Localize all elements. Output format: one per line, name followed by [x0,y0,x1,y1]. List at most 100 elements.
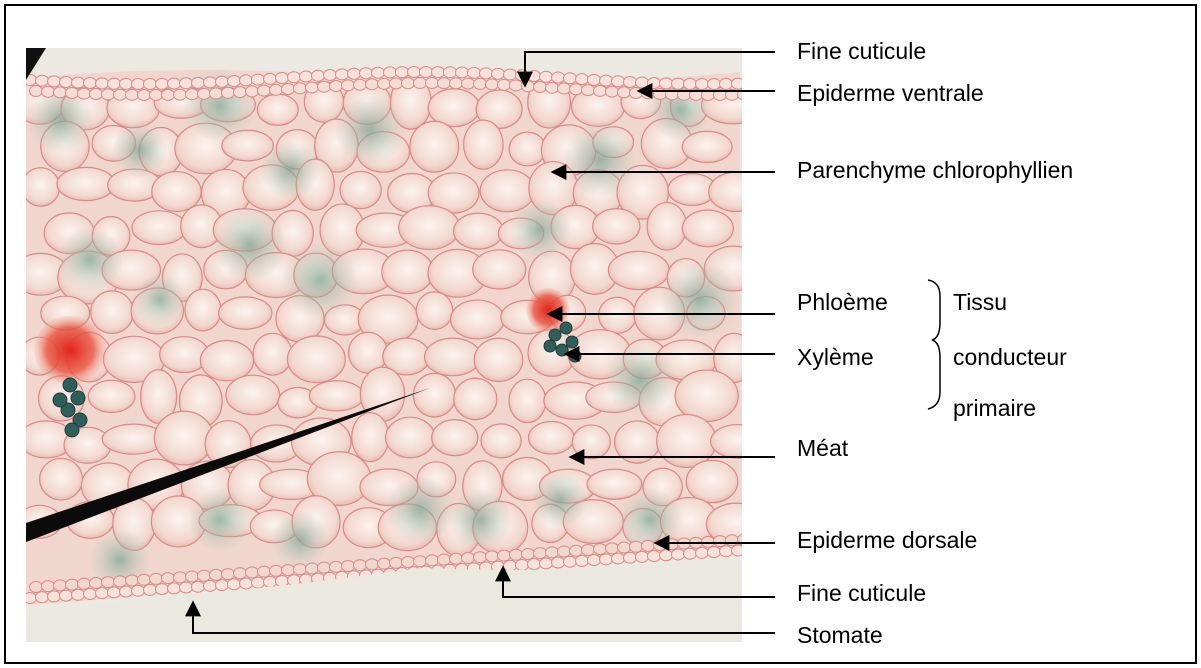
epidermis-cell [672,549,685,560]
epidermis-cell [588,555,601,566]
epidermis-cell [144,78,157,89]
xylem-vessel [566,336,578,348]
epidermis-cell [306,563,319,574]
mesophyll-cell [608,251,669,289]
mesophyll-cell [432,420,478,456]
epidermis-cell [516,559,529,570]
epidermis-cell [210,88,223,99]
epidermis-cell [288,72,301,83]
epidermis-cell [684,78,697,89]
mesophyll-cell [91,291,134,334]
epidermis-cell [618,542,631,553]
epidermis-cell [522,81,535,92]
epidermis-cell [228,579,241,590]
epidermis-cell [378,78,391,89]
chloroplast-patch [564,124,635,195]
mesophyll-cell [132,211,186,245]
epidermis-cell [642,540,655,551]
epidermis-cell [516,70,529,81]
epidermis-cell [720,546,733,557]
epidermis-cell [528,559,541,570]
epidermis-cell [582,85,595,96]
epidermis-cell [204,580,217,591]
epidermis-cell [642,88,655,99]
epidermis-cell [450,553,463,564]
epidermis-cell [564,556,577,567]
chloroplast-patch [189,489,250,550]
epidermis-cell [378,558,391,569]
epidermis-cell [42,86,55,97]
epidermis-cell [402,557,415,568]
epidermis-cell [456,67,469,78]
epidermis-cell [624,76,637,87]
epidermis-cell [66,88,79,99]
epidermis-cell [66,579,79,590]
epidermis-cell [462,552,475,563]
xylem-vessel [63,378,77,392]
epidermis-cell [552,557,565,568]
mesophyll-cell [219,297,272,329]
epidermis-cell [426,555,439,566]
epidermis-cell [624,552,637,563]
epidermis-cell [30,581,43,592]
epidermis-cell [702,536,715,547]
epidermis-cell [246,567,259,578]
mesophyll-cell [382,250,434,294]
epidermis-cell [264,576,277,587]
epidermis-cell [108,78,121,89]
mesophyll-cell [454,213,504,249]
epidermis-cell [318,562,331,573]
epidermis-cell [606,86,619,97]
chloroplast-patch [58,228,121,291]
epidermis-cell [192,77,205,88]
epidermis-cell [96,78,109,89]
epidermis-cell [570,545,583,556]
mesophyll-cell [185,289,221,331]
epidermis-cell [252,577,265,588]
epidermis-cell [600,554,613,565]
epidermis-cell [486,79,499,90]
leaf-cross-section-micrograph [12,48,766,642]
epidermis-cell [54,580,67,591]
epidermis-cell [672,78,685,89]
label-epiderme-dorsale: Epiderme dorsale [797,527,977,553]
epidermis-cell [150,89,163,100]
epidermis-cell [492,68,505,79]
epidermis-cell [636,551,649,562]
epidermis-cell [24,592,37,603]
chloroplast-patch [663,263,737,337]
mesophyll-cell [454,378,497,419]
mesophyll-cell [386,417,435,458]
epidermis-cell [102,89,115,100]
mesophyll-cell [352,413,389,462]
epidermis-cell [366,79,379,90]
epidermis-cell [534,81,547,92]
chloroplast-patch [606,346,675,415]
epidermis-cell [150,573,163,584]
mesophyll-cell [647,203,687,250]
epidermis-cell [84,78,97,89]
mesophyll-cell [509,132,546,166]
epidermis-cell [300,71,313,82]
epidermis-cell [126,89,139,100]
epidermis-cell [228,76,241,87]
epidermis-cell [714,536,727,547]
mesophyll-cell [88,380,135,412]
epidermis-cell [330,561,343,572]
epidermis-cell [510,80,523,91]
epidermis-cell [90,89,103,100]
epidermis-cell [294,83,307,94]
epidermis-cell [666,539,679,550]
epidermis-cell [138,574,151,585]
mesophyll-cell [474,338,522,381]
epidermis-cell [498,550,511,561]
xylem-vessel [65,423,79,437]
epidermis-cell [732,78,745,89]
epidermis-cell [186,89,199,100]
epidermis-cell [90,577,103,588]
epidermis-cell [558,546,571,557]
epidermis-cell [258,85,271,96]
epidermis-cell [726,535,739,546]
epidermis-cell [474,552,487,563]
mesophyll-cell [40,458,83,500]
